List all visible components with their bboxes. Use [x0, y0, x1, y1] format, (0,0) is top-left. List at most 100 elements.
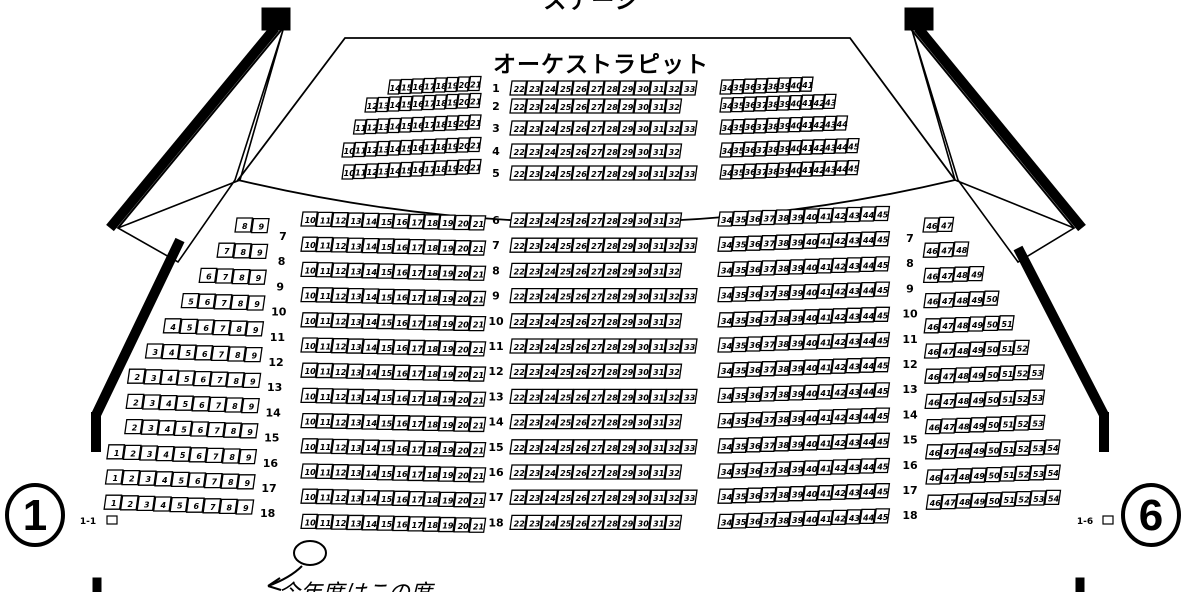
seat-3[interactable]: 3 [139, 445, 159, 461]
seat-36[interactable]: 36 [745, 487, 763, 503]
seat-27[interactable]: 27 [586, 120, 605, 136]
seat-22[interactable]: 22 [509, 143, 528, 159]
seat-16[interactable]: 16 [392, 465, 410, 481]
seat-15[interactable]: 15 [398, 161, 413, 178]
seat-15[interactable]: 15 [376, 490, 395, 506]
seat-35[interactable]: 35 [731, 488, 749, 504]
seat-25[interactable]: 25 [555, 120, 574, 136]
seat-25[interactable]: 25 [555, 338, 574, 354]
seat-36[interactable]: 36 [742, 141, 756, 157]
seat-29[interactable]: 29 [617, 363, 636, 379]
seat-24[interactable]: 24 [540, 363, 559, 379]
seat-11[interactable]: 11 [315, 236, 334, 253]
seat-16[interactable]: 16 [392, 364, 410, 380]
seat-18[interactable]: 18 [433, 115, 447, 132]
seat-44[interactable]: 44 [859, 508, 876, 525]
seat-33[interactable]: 33 [679, 388, 698, 405]
seat-34[interactable]: 34 [717, 387, 734, 404]
seat-30[interactable]: 30 [633, 212, 652, 228]
seat-42[interactable]: 42 [811, 94, 825, 110]
seat-45[interactable]: 45 [873, 382, 891, 398]
seat-50[interactable]: 50 [982, 340, 1001, 357]
seat-46[interactable]: 46 [922, 242, 940, 258]
seat-50[interactable]: 50 [983, 391, 1001, 407]
seat-45[interactable]: 45 [873, 407, 891, 423]
seat-18[interactable]: 18 [422, 516, 441, 532]
seat-22[interactable]: 22 [509, 464, 528, 480]
seat-42[interactable]: 42 [811, 116, 825, 132]
seat-32[interactable]: 32 [664, 98, 683, 114]
seat-51[interactable]: 51 [998, 415, 1016, 432]
seat-16[interactable]: 16 [392, 339, 410, 355]
seat-8[interactable]: 8 [227, 346, 247, 362]
seat-28[interactable]: 28 [602, 120, 621, 136]
seat-1[interactable]: 1 [106, 444, 126, 460]
seat-43[interactable]: 43 [845, 458, 862, 475]
seat-34[interactable]: 34 [717, 362, 734, 378]
seat-31[interactable]: 31 [648, 237, 667, 253]
seat-20[interactable]: 20 [453, 265, 472, 281]
seat-21[interactable]: 21 [468, 492, 487, 508]
seat-53[interactable]: 53 [1029, 490, 1047, 506]
seat-35[interactable]: 35 [731, 261, 749, 277]
seat-50[interactable]: 50 [982, 290, 1000, 306]
seat-6[interactable]: 6 [187, 472, 207, 488]
seat-15[interactable]: 15 [376, 439, 395, 456]
seat-35[interactable]: 35 [731, 210, 749, 227]
seat-51[interactable]: 51 [998, 390, 1016, 407]
seat-18[interactable]: 18 [422, 239, 441, 255]
seat-27[interactable]: 27 [586, 413, 605, 430]
seat-26[interactable]: 26 [571, 237, 590, 253]
seat-27[interactable]: 27 [586, 287, 605, 304]
seat-39[interactable]: 39 [788, 284, 805, 300]
seat-52[interactable]: 52 [1013, 440, 1032, 456]
seat-42[interactable]: 42 [830, 257, 848, 274]
seat-19[interactable]: 19 [437, 264, 456, 281]
seat-4[interactable]: 4 [161, 343, 181, 360]
seat-18[interactable]: 18 [422, 365, 441, 381]
seat-20[interactable]: 20 [453, 466, 472, 483]
seat-31[interactable]: 31 [648, 80, 667, 96]
seat-32[interactable]: 32 [664, 388, 683, 405]
seat-5[interactable]: 5 [173, 420, 193, 437]
seat-25[interactable]: 25 [555, 80, 574, 96]
seat-11[interactable]: 11 [315, 262, 334, 278]
seat-26[interactable]: 26 [571, 489, 590, 505]
seat-21[interactable]: 21 [467, 114, 482, 130]
seat-38[interactable]: 38 [774, 486, 791, 502]
seat-41[interactable]: 41 [816, 308, 834, 324]
seat-2[interactable]: 2 [124, 418, 144, 435]
seat-10[interactable]: 10 [341, 142, 355, 158]
seat-10[interactable]: 10 [300, 463, 319, 479]
seat-16[interactable]: 16 [392, 263, 410, 280]
seat-30[interactable]: 30 [633, 120, 652, 136]
seat-20[interactable]: 20 [453, 366, 472, 382]
seat-43[interactable]: 43 [822, 93, 837, 110]
seat-30[interactable]: 30 [633, 143, 652, 159]
seat-16[interactable]: 16 [410, 139, 424, 155]
seat-44[interactable]: 44 [859, 206, 876, 222]
seat-27[interactable]: 27 [586, 98, 605, 114]
seat-37[interactable]: 37 [753, 163, 768, 179]
seat-26[interactable]: 26 [571, 80, 590, 96]
seat-14[interactable]: 14 [387, 140, 401, 156]
seat-45[interactable]: 45 [845, 159, 860, 176]
seat-35[interactable]: 35 [730, 163, 745, 180]
seat-23[interactable]: 23 [524, 287, 543, 304]
seat-14[interactable]: 14 [361, 263, 380, 279]
seat-48[interactable]: 48 [952, 241, 970, 257]
seat-45[interactable]: 45 [873, 432, 891, 448]
seat-51[interactable]: 51 [997, 340, 1016, 356]
seat-11[interactable]: 11 [315, 362, 334, 379]
seat-11[interactable]: 11 [315, 463, 334, 480]
seat-25[interactable]: 25 [555, 262, 574, 279]
seat-40[interactable]: 40 [802, 309, 820, 325]
seat-37[interactable]: 37 [759, 285, 777, 301]
seat-35[interactable]: 35 [731, 236, 749, 252]
seat-18[interactable]: 18 [433, 77, 447, 93]
seat-29[interactable]: 29 [617, 165, 636, 181]
seat-38[interactable]: 38 [765, 162, 779, 179]
seat-27[interactable]: 27 [586, 514, 605, 531]
seat-39[interactable]: 39 [788, 486, 805, 502]
seat-38[interactable]: 38 [774, 310, 791, 326]
